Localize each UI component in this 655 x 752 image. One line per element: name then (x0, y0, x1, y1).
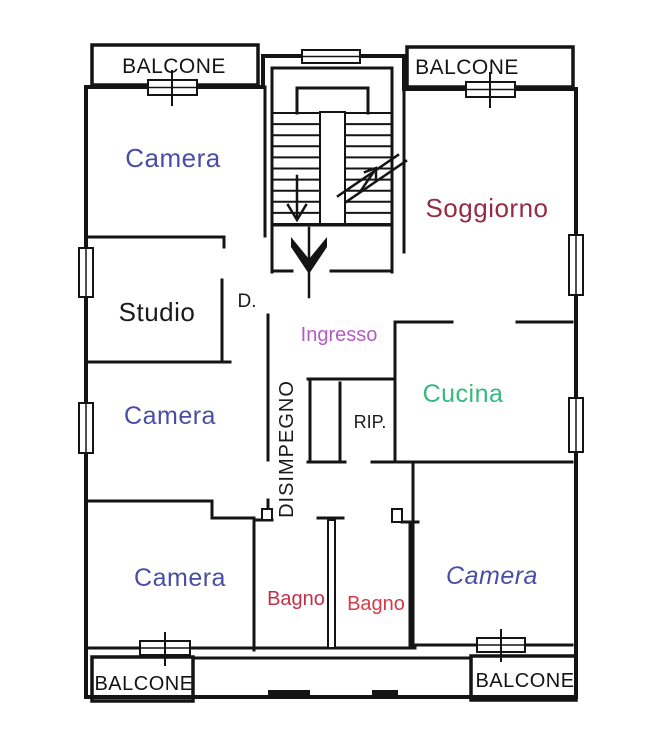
wall-bagno1-left (252, 516, 274, 652)
wall-bagno2-right (400, 520, 420, 649)
staircase-icon (270, 66, 408, 299)
label-disimpegno: DISIMPEGNO (276, 380, 298, 518)
window-icon (301, 49, 361, 64)
entrance-arrow-icon (291, 226, 327, 299)
balcony-bottom-right (469, 654, 578, 702)
wall-fill-segment (268, 690, 310, 698)
stair-steps (271, 112, 393, 225)
door-tab (391, 508, 403, 523)
label-camera-bottom-left: Camera (134, 564, 226, 592)
label-balcone-top-left: BALCONE (122, 55, 226, 78)
windows (78, 49, 584, 666)
stair-break-line (336, 153, 408, 204)
label-bagno-left: Bagno (267, 588, 325, 610)
balconies (90, 43, 578, 703)
window-icon (465, 72, 516, 108)
label-balcone-bottom-left: BALCONE (94, 673, 193, 695)
label-balcone-bottom-right: BALCONE (475, 670, 574, 692)
label-rip: RIP. (354, 412, 387, 432)
wall-bagno-divider (327, 519, 336, 649)
label-camera-mid-left: Camera (124, 402, 216, 430)
label-camera-top-left: Camera (125, 143, 221, 173)
label-bagno-right: Bagno (347, 593, 405, 615)
label-soggiorno: Soggiorno (425, 193, 548, 223)
stair-well (319, 111, 346, 225)
balcony-bottom-left (90, 655, 195, 703)
label-door-d: D. (238, 291, 257, 312)
wall-camera-ml-bottom (86, 499, 256, 520)
label-studio: Studio (119, 297, 196, 327)
window-icon (476, 629, 526, 662)
wall-fill-segment (372, 690, 398, 698)
label-camera-bottom-right: Camera (446, 562, 538, 590)
label-balcone-top-right: BALCONE (415, 56, 519, 79)
window-icon (139, 632, 191, 666)
wall-camera-tl-bottom (86, 235, 226, 249)
label-ingresso: Ingresso (301, 324, 378, 346)
label-cucina: Cucina (423, 380, 504, 408)
stairwell-landing (295, 86, 370, 115)
window-icon (568, 397, 584, 453)
window-icon (78, 247, 94, 298)
door-tab (261, 508, 273, 521)
room-labels: BALCONE BALCONE Camera Soggiorno Studio … (94, 55, 574, 695)
stair-up-arrow-icon (358, 166, 378, 194)
stair-down-arrow-icon (286, 174, 308, 223)
window-icon (78, 402, 94, 454)
window-icon (147, 70, 198, 106)
window-icon (568, 234, 584, 296)
